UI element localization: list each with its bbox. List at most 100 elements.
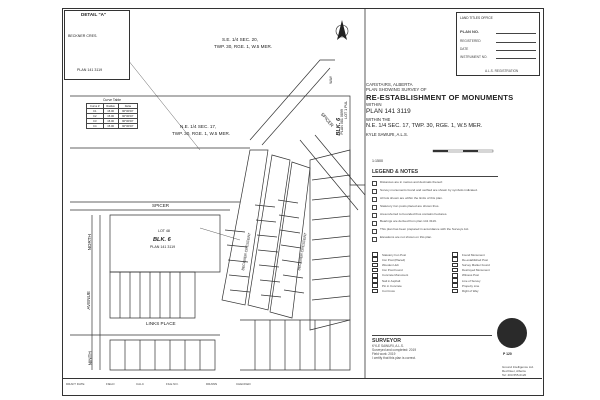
surveyor-block: SURVEYOR KYLE SAWURI, A.L.S. Surveyed an… — [372, 338, 492, 361]
legend-symbol-icon — [372, 273, 378, 278]
legend-label: Pin in Concrete — [382, 283, 402, 288]
surveyor-line: KYLE SAWURI, A.L.S. — [372, 344, 404, 348]
legend-row: Iron Post (Placed) Re-established Post — [372, 257, 532, 263]
ninth-label: NINTH — [87, 351, 93, 366]
surveyor-line: I certify that this plan is correct. — [372, 356, 416, 361]
within-the-text: WITHIN THE — [366, 117, 391, 123]
registration-row: REGISTERED — [460, 39, 481, 43]
quarter-section-text: N.E. 1/4 SEC. 17, TWP. 30, RGE. 1, W.5 M… — [366, 123, 483, 130]
legend-symbol-icon — [452, 252, 458, 257]
checkbox-icon — [372, 220, 377, 226]
footer-field: DRAFT DATE — [66, 382, 85, 386]
legend: Statutory Iron Post Found Monument Iron … — [372, 252, 532, 294]
legend-symbol-icon — [452, 278, 458, 283]
lot-upper-label: LOT 1 PUL — [344, 100, 349, 119]
quarter-upper-2: TWP. 30, RGE. 1, W.5 MER. — [214, 44, 273, 49]
table-row: C4 15.00 90°00'00" — [86, 123, 139, 129]
north-arrow-icon — [335, 20, 349, 40]
legend-row: Wooden Hub Survey Marker Found — [372, 262, 532, 268]
legend-symbol-icon — [452, 257, 458, 263]
legend-row: Cut Cross Right of Way — [372, 288, 532, 294]
registration-footer: A.L.S. REGISTRATION — [485, 69, 519, 73]
legend-item: Survey Marker Found — [452, 262, 532, 268]
legend-label: Right of Way — [462, 288, 479, 293]
legend-symbol-icon — [452, 288, 458, 294]
quarter-lower-2: TWP. 30, RGE. 1, W.5 MER. — [172, 131, 231, 136]
note-text: Distances are in metres and decimals the… — [380, 180, 443, 184]
legend-symbol-icon — [372, 262, 378, 268]
block-label: BLK. 6 — [153, 237, 171, 243]
checkbox-icon — [372, 181, 377, 187]
legend-item: Re-established Post — [452, 257, 532, 263]
legend-label: Statutory Iron Post — [382, 252, 406, 257]
legend-symbol-icon — [372, 278, 378, 283]
legend-label: Iron Post (Placed) — [382, 257, 406, 262]
cell: C4 — [86, 123, 104, 129]
legend-item: Wooden Hub — [372, 262, 452, 268]
legend-symbol-icon — [372, 283, 378, 289]
legend-item: Found Monument — [452, 252, 532, 257]
block-plan-label: PLAN 141 3119 — [150, 245, 176, 249]
legend-item: Cut Cross — [372, 288, 452, 294]
registration-row: DATE — [460, 47, 469, 51]
legend-item: Pin in Concrete — [372, 283, 452, 289]
legend-item: Destroyed Monument — [452, 267, 532, 273]
checkbox-icon — [372, 228, 377, 234]
surveyor-line: Surveyed and completed: 2019 — [372, 348, 417, 353]
legend-label: Nail in Asphalt — [382, 278, 401, 283]
list-item: Elevations are not shown on this plan. — [372, 235, 500, 242]
permit-seal-icon — [497, 318, 527, 348]
legend-symbol-icon — [452, 273, 458, 278]
list-item: This plan has been prepared in accordanc… — [372, 227, 500, 234]
list-item: Area referred to bounded thus contains h… — [372, 212, 500, 218]
legend-row: Pin in Concrete Property Line — [372, 283, 532, 289]
surveyor-title: SURVEYOR — [372, 338, 402, 344]
footer-field: CHECKED — [236, 382, 251, 386]
legend-label: Re-established Post — [462, 257, 488, 262]
legend-label: Wooden Hub — [382, 262, 399, 267]
legend-item: Witness Post — [452, 273, 532, 278]
curve-table-caption: Curve Table — [102, 98, 122, 102]
divider — [496, 42, 536, 43]
spicer-left-label: SPICER — [152, 203, 170, 208]
legend-row: Nail in Asphalt Line of Survey — [372, 278, 532, 283]
checkbox-icon — [372, 189, 377, 195]
legend-item: Concrete Monument — [372, 273, 452, 278]
detail-road: BECKNER CRES. — [68, 34, 98, 38]
divider — [372, 176, 498, 177]
note-text: This plan has been prepared in accordanc… — [380, 227, 470, 232]
legend-label: Iron Post Found — [382, 268, 403, 273]
note-text: Bearings are derived from plan 141 3119. — [380, 219, 437, 224]
checkbox-icon — [372, 212, 377, 218]
note-text: Elevations are not shown on this plan. — [380, 235, 433, 240]
list-item: Bearings are derived from plan 141 3119. — [372, 219, 500, 226]
footer-field: FILE NO. — [166, 382, 179, 386]
registration-row: INSTRUMENT NO. — [460, 55, 488, 59]
legend-item: Property Line — [452, 283, 532, 289]
company-line: Tel: 403-555-0120 — [502, 372, 527, 377]
legend-label: Line of Survey — [462, 278, 481, 283]
legend-item: Line of Survey — [452, 278, 532, 283]
quarter-lower-1: N.E. 1/4 SEC. 17, — [180, 124, 217, 129]
legend-symbol-icon — [452, 262, 458, 268]
notes-list: Distances are in metres and decimals the… — [372, 180, 500, 244]
divider — [496, 50, 536, 51]
legend-label: Witness Post — [462, 273, 479, 278]
cell: 15.00 — [102, 123, 119, 129]
note-text: All lots shown are within the limits of … — [380, 195, 443, 200]
links-place-label: LINKS PLACE — [146, 321, 176, 326]
legend-row: Iron Post Found Destroyed Monument — [372, 267, 532, 273]
footer-strip: DRAFT DATE FIELD CALC FILE NO. DRAWN CHE… — [62, 378, 542, 395]
legend-label: Found Monument — [462, 252, 485, 257]
way-label: WAY — [329, 75, 334, 84]
legend-item: Right of Way — [452, 288, 532, 294]
divider — [372, 335, 492, 336]
legend-symbol-icon — [452, 267, 458, 273]
checkbox-icon — [372, 204, 377, 210]
registration-row: PLAN NO. — [460, 29, 480, 34]
note-text: Survey monuments found and verified are … — [380, 187, 478, 192]
legend-row: Concrete Monument Witness Post — [372, 273, 532, 278]
seal-text: P 120 — [503, 352, 512, 356]
